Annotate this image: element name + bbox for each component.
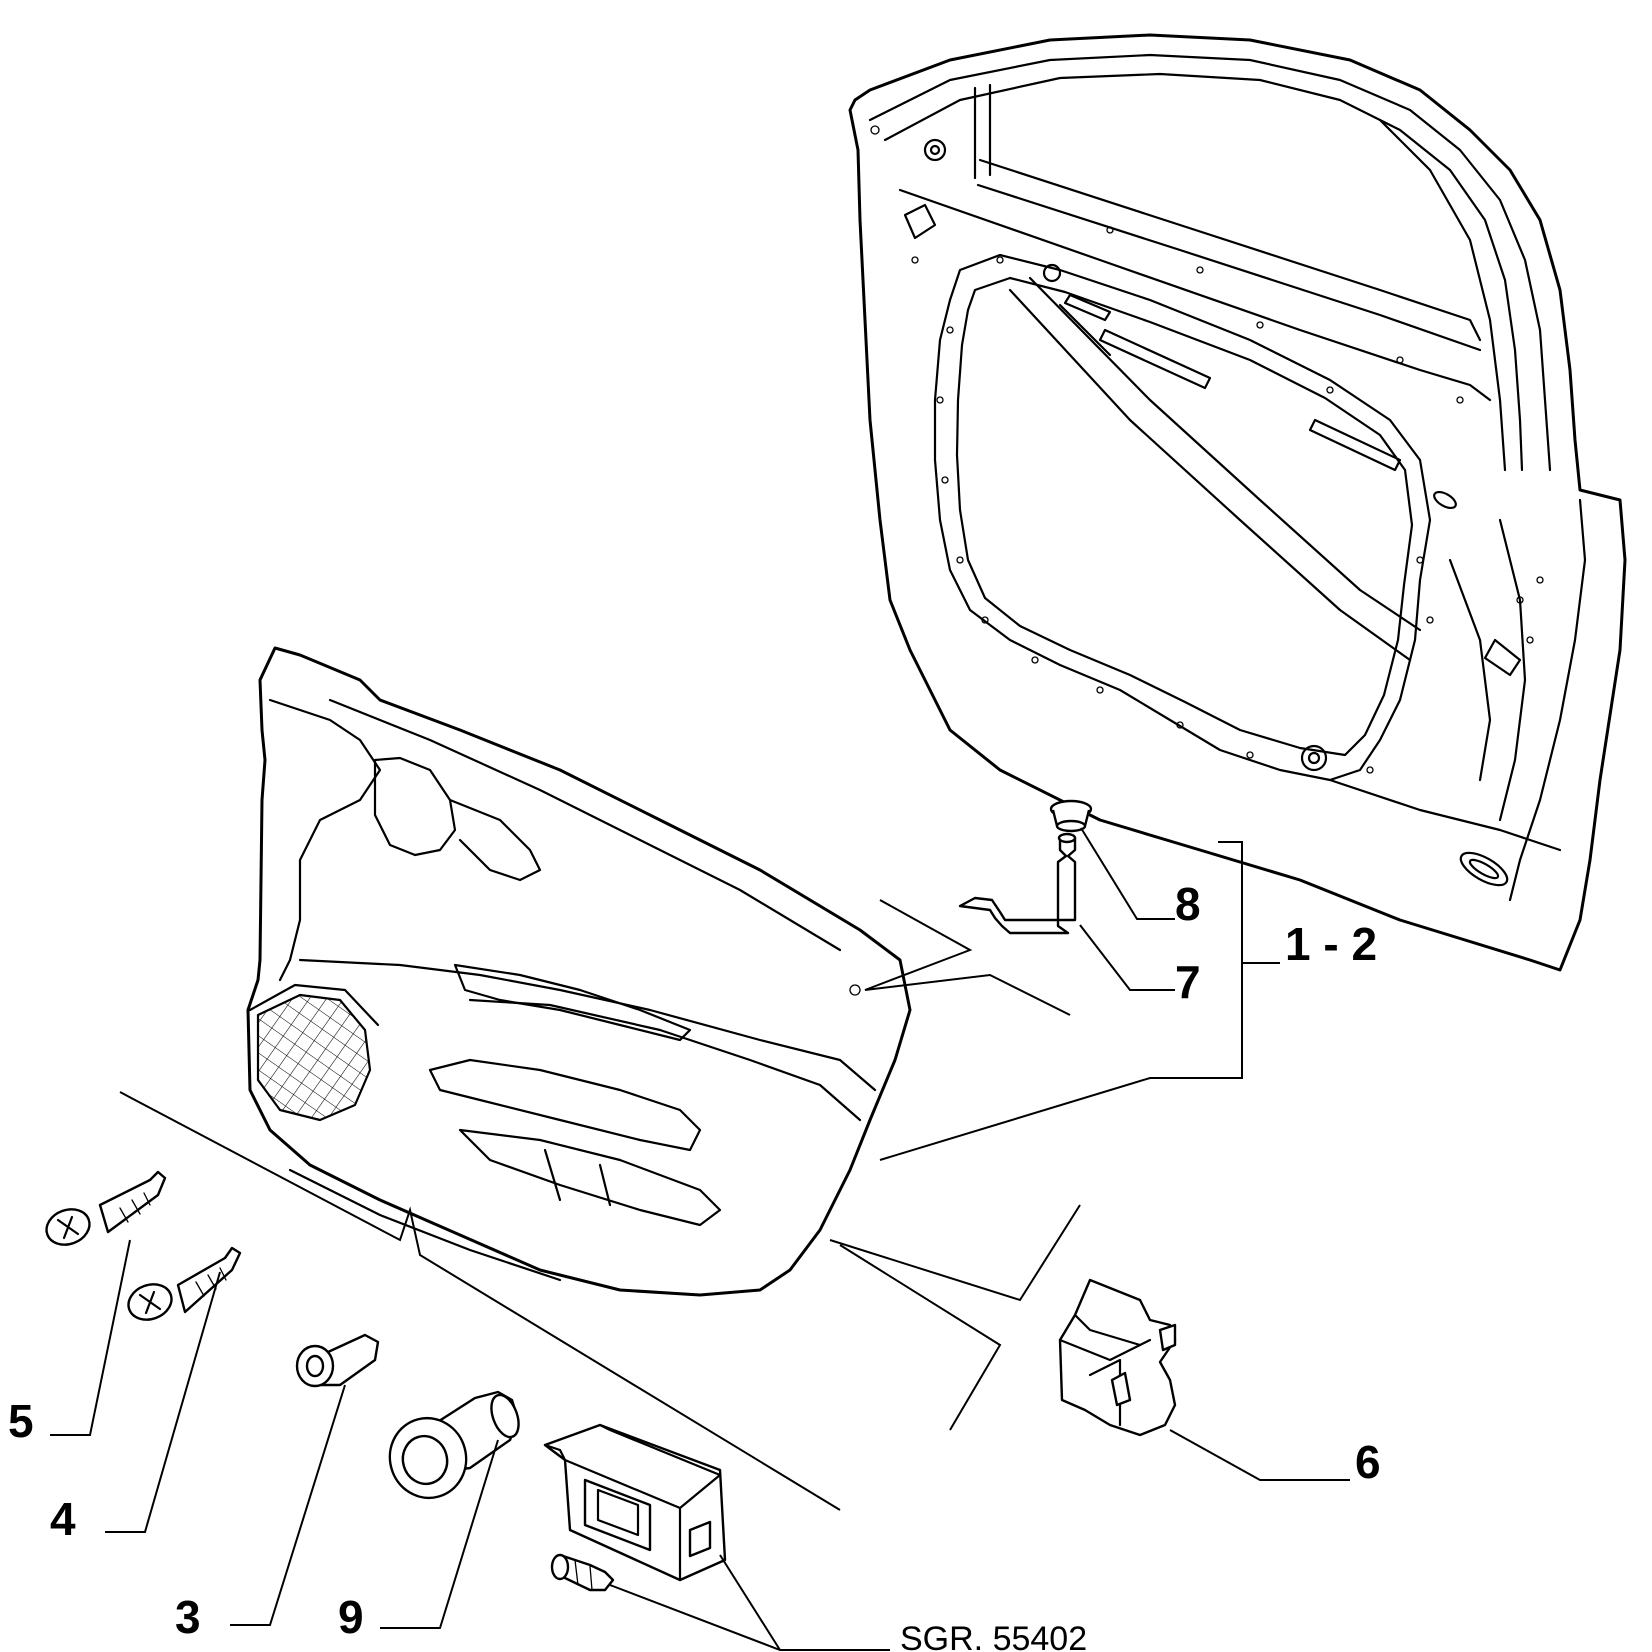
sgr-reference: SGR. 55402: [900, 1620, 1087, 1652]
courtesy-lamp-housing: [543, 1423, 727, 1582]
part-8-grommet: [1049, 799, 1093, 833]
part-4-screw: [127, 1246, 242, 1321]
leader-4: [105, 1271, 221, 1533]
leader-7: [1079, 924, 1175, 991]
lamp-bulb: [550, 1553, 615, 1592]
leader-3: [230, 1384, 346, 1626]
part-3-clip: [295, 1333, 380, 1388]
bracket-1-2: [879, 841, 1243, 1161]
reference-lines: [119, 899, 1081, 1511]
callout-6: 6: [1355, 1436, 1381, 1488]
part-6-clip: [1058, 1278, 1177, 1437]
door-trim-panel: [246, 646, 912, 1297]
part-9-push-clip: [388, 1390, 520, 1500]
leader-5: [50, 1239, 131, 1436]
leader-6: [1169, 1429, 1350, 1481]
callout-3: 3: [175, 1591, 201, 1643]
callout-4: 4: [50, 1493, 76, 1545]
part-7-rod: [958, 832, 1077, 935]
leader-8: [1080, 827, 1175, 920]
callout-5: 5: [8, 1395, 34, 1447]
callout-1-2: 1 - 2: [1285, 918, 1377, 970]
callout-9: 9: [338, 1591, 364, 1643]
callout-8: 8: [1175, 878, 1201, 930]
part-5-screw: [45, 1170, 167, 1246]
door-shell: [848, 33, 1627, 972]
leader-lines: [50, 827, 1350, 1651]
callout-7: 7: [1175, 956, 1201, 1008]
leader-9: [380, 1439, 499, 1629]
leader-lamp: [609, 1584, 890, 1651]
